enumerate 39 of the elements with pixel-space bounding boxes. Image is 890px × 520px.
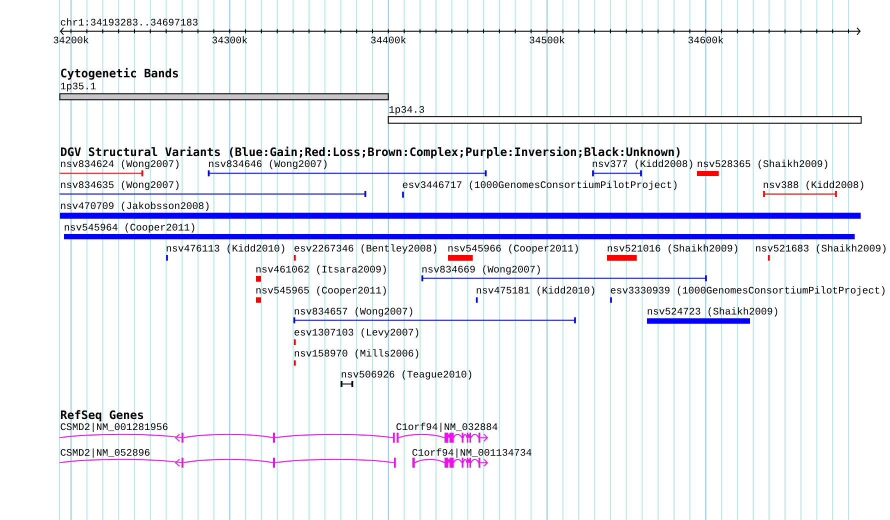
variant-label: nsv158970 (Mills2006): [294, 349, 418, 359]
variant-label: esv2267346 (Bentley2008): [294, 244, 436, 254]
variant-label: nsv834646 (Wong2007): [209, 160, 327, 170]
variant-label: nsv545964 (Cooper2011): [64, 223, 194, 233]
variant-label: nsv461062 (Itsara2009): [256, 265, 386, 275]
variant-label: nsv545966 (Cooper2011): [448, 244, 578, 254]
variant-label: nsv475181 (Kidd2010): [476, 286, 594, 296]
variant-label: nsv834657 (Wong2007): [294, 307, 412, 317]
tick-label: 34200k: [54, 36, 88, 44]
variant-label: nsv470709 (Jakobsson2008): [61, 202, 209, 212]
tick-label: 34500k: [530, 36, 564, 44]
gene-label: CSMD2|NM_052896: [60, 448, 150, 458]
variant-label: esv3330939 (1000GenomesConsortiumPilotProject): [610, 286, 885, 296]
tick-label: 34300k: [212, 36, 248, 44]
variant-label: nsv521016 (Shaikh2009): [608, 244, 738, 254]
location-label: chr1:34193283..34697183: [60, 18, 198, 26]
track-title: Cytogenetic Bands: [61, 68, 178, 80]
variant-label: nsv506926 (Teague2010): [342, 370, 472, 380]
gene-label: CSMD2|NM_001281956: [60, 422, 168, 432]
tick-label: 34400k: [370, 36, 406, 44]
variant-label: nsv834635 (Wong2007): [61, 180, 179, 190]
band-label: 1p34.3: [389, 106, 424, 115]
variant-label: nsv528365 (Shaikh2009): [698, 160, 828, 170]
band-label: 1p35.1: [60, 82, 96, 92]
variant-label: nsv834624 (Wong2007): [61, 160, 179, 170]
track-title: RefSeq Genes: [60, 410, 144, 422]
variant-label: esv1307103 (Levy2007): [294, 328, 418, 338]
tick-label: 34600k: [688, 36, 724, 44]
variant-label: nsv388 (Kidd2008): [764, 180, 864, 190]
gene-label: C1orf94|NM_001134734: [412, 448, 532, 458]
variant-label: nsv377 (Kidd2008): [592, 160, 692, 170]
track-title: DGV Structural Variants (Blue:Gain;Red:Loss;Brown:Complex;Purple:Inversion;Black:Unknown): [61, 146, 680, 158]
gene-label: C1orf94|NM_032884: [396, 422, 498, 432]
variant-label: nsv521683 (Shaikh2009): [756, 244, 886, 254]
variant-label: nsv476113 (Kidd2010): [166, 244, 284, 254]
variant-label: nsv545965 (Cooper2011): [256, 286, 386, 296]
variant-label: esv3446717 (1000GenomesConsortiumPilotProject): [402, 180, 677, 190]
variant-label: nsv524723 (Shaikh2009): [648, 307, 778, 317]
variant-label: nsv834669 (Wong2007): [422, 265, 540, 275]
